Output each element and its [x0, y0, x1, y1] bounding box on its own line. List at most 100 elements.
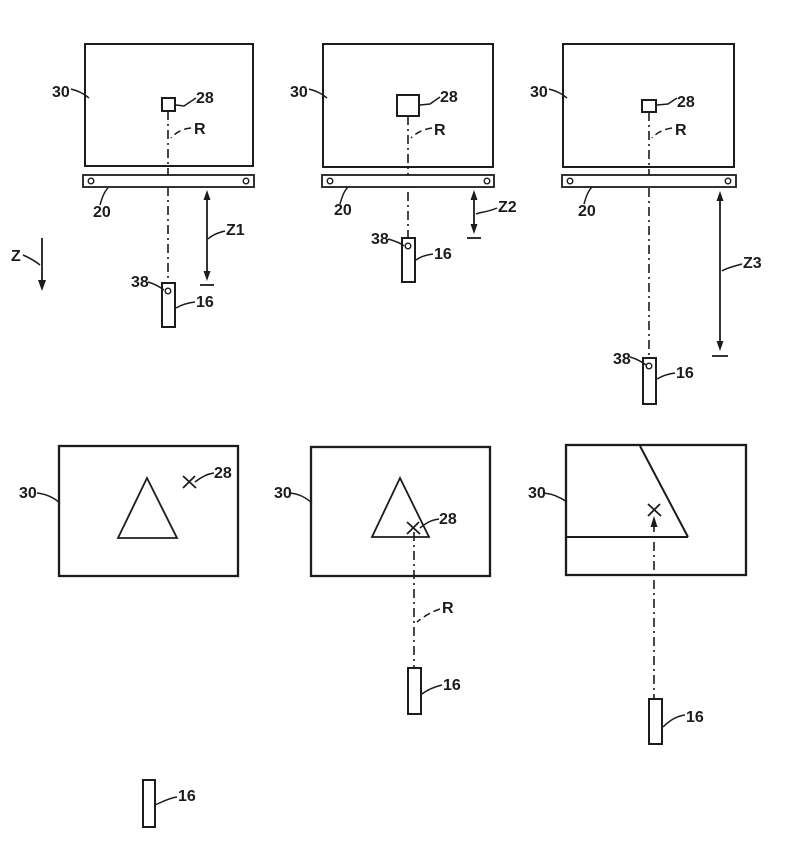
target-square-2 [396, 94, 420, 117]
panel-top-right: 30 28 R 20 Z3 38 16 [530, 43, 762, 405]
stylus-label-5: 16 [443, 677, 461, 694]
support-label-3: 20 [578, 203, 596, 220]
ray-label-5: R [442, 600, 454, 617]
target-label-4: 28 [214, 465, 232, 482]
support-leader-1 [99, 187, 109, 206]
support-bar-2 [321, 174, 495, 188]
target-leader-4 [194, 472, 215, 483]
z-axis-arrowhead-down-icon [38, 280, 46, 291]
stylus-rect-6 [648, 698, 663, 745]
tip-leader-3 [629, 356, 647, 366]
screen-label-2: 30 [290, 84, 308, 101]
triangle-shape-5 [370, 475, 431, 538]
screen-label-5: 30 [274, 485, 292, 502]
x-mark-4 [182, 475, 197, 489]
screen-leader-6 [543, 492, 568, 503]
support-label-2: 20 [334, 202, 352, 219]
tip-dot-1 [164, 287, 172, 295]
tip-leader-2 [387, 238, 405, 247]
z3-arrowhead-down-icon [716, 341, 724, 351]
x-mark-6 [647, 503, 662, 517]
support-hole-left-3 [566, 177, 574, 185]
support-bar-1 [82, 174, 255, 188]
target-leader-1 [175, 97, 197, 107]
support-leader-3 [583, 186, 593, 205]
stylus-label-2: 16 [434, 246, 452, 263]
z2-arrowhead-down-icon [470, 224, 478, 234]
z3-label: Z3 [743, 255, 762, 272]
x-mark-5 [406, 521, 421, 535]
stylus-leader-6 [662, 714, 686, 728]
stylus-label-3: 16 [676, 365, 694, 382]
support-label-1: 20 [93, 204, 111, 221]
screen-rect-5 [309, 445, 492, 578]
stylus-rect-2 [401, 237, 416, 283]
screen-leader-5 [289, 492, 313, 504]
stylus-leader-7 [154, 796, 178, 806]
support-leader-2 [339, 186, 349, 205]
x-mark-stroke-b [647, 503, 661, 517]
ray-label-3: R [675, 122, 687, 139]
screen-label-6: 30 [528, 485, 546, 502]
target-label-2: 28 [440, 89, 458, 106]
screen-rect-1 [84, 43, 254, 167]
z1-label: Z1 [226, 222, 245, 239]
target-label-1: 28 [196, 90, 214, 107]
z2-leader [475, 207, 498, 215]
screen-rect-4 [57, 444, 240, 578]
z3-leader [721, 263, 743, 272]
z3-arrowhead-up-icon [716, 191, 724, 201]
stylus-rect-3 [642, 357, 657, 405]
x-mark-stroke-b [406, 521, 420, 535]
target-leader-2 [419, 96, 441, 106]
tip-label-3: 38 [613, 351, 631, 368]
ray-label-2: R [434, 122, 446, 139]
z1-arrowhead-down-icon [203, 271, 211, 281]
triangle-shape-4 [116, 475, 179, 539]
panel-bottom-middle: 30 28 R 16 [274, 445, 492, 715]
support-hole-right-1 [242, 177, 250, 185]
screen-leader-2 [308, 88, 328, 99]
z1-arrowhead-up-icon [203, 190, 211, 200]
ray-label-1: R [194, 121, 206, 138]
stylus-leader-5 [421, 684, 443, 695]
support-hole-left-2 [326, 177, 334, 185]
panel-bottom-left: 30 28 [19, 444, 240, 578]
target-square-1 [161, 97, 176, 112]
target-label-3: 28 [677, 94, 695, 111]
x-mark-stroke-b [182, 475, 196, 489]
tip-label-2: 38 [371, 231, 389, 248]
panel-top-middle: 30 28 R 20 Z2 38 16 [290, 43, 517, 283]
stylus-rect-1 [161, 282, 176, 328]
stylus-label-6: 16 [686, 709, 704, 726]
support-hole-left-1 [87, 177, 95, 185]
panel-top-left: 30 28 R 20 Z1 38 16 [52, 43, 255, 328]
target-square-3 [641, 99, 657, 113]
triangle-partial-6 [567, 445, 689, 538]
screen-leader-1 [70, 88, 90, 99]
ray-leader-2 [410, 127, 433, 139]
stylus-rect-7 [142, 779, 156, 828]
target-label-5: 28 [439, 511, 457, 528]
screen-label-4: 30 [19, 485, 37, 502]
stylus-label-1: 16 [196, 294, 214, 311]
screen-label-3: 30 [530, 84, 548, 101]
screen-rect-6 [564, 443, 748, 577]
screen-rect-3 [562, 43, 735, 168]
z-axis-indicator: Z [11, 238, 46, 291]
z2-arrowhead-up-icon [470, 190, 478, 200]
target-leader-3 [656, 97, 678, 106]
support-bar-3 [561, 174, 737, 188]
stylus-leader-2 [415, 253, 434, 261]
stylus-rect-5 [407, 667, 422, 715]
ray-leader-1 [170, 127, 192, 139]
z2-label: Z2 [498, 199, 517, 216]
tip-dot-2 [404, 242, 412, 250]
standalone-stylus: 16 [142, 779, 196, 828]
ray-arrowhead-up-icon [650, 516, 658, 527]
support-hole-right-3 [724, 177, 732, 185]
z-axis-label: Z [11, 248, 21, 265]
stylus-label-7: 16 [178, 788, 196, 805]
ray-leader-3 [651, 127, 673, 139]
